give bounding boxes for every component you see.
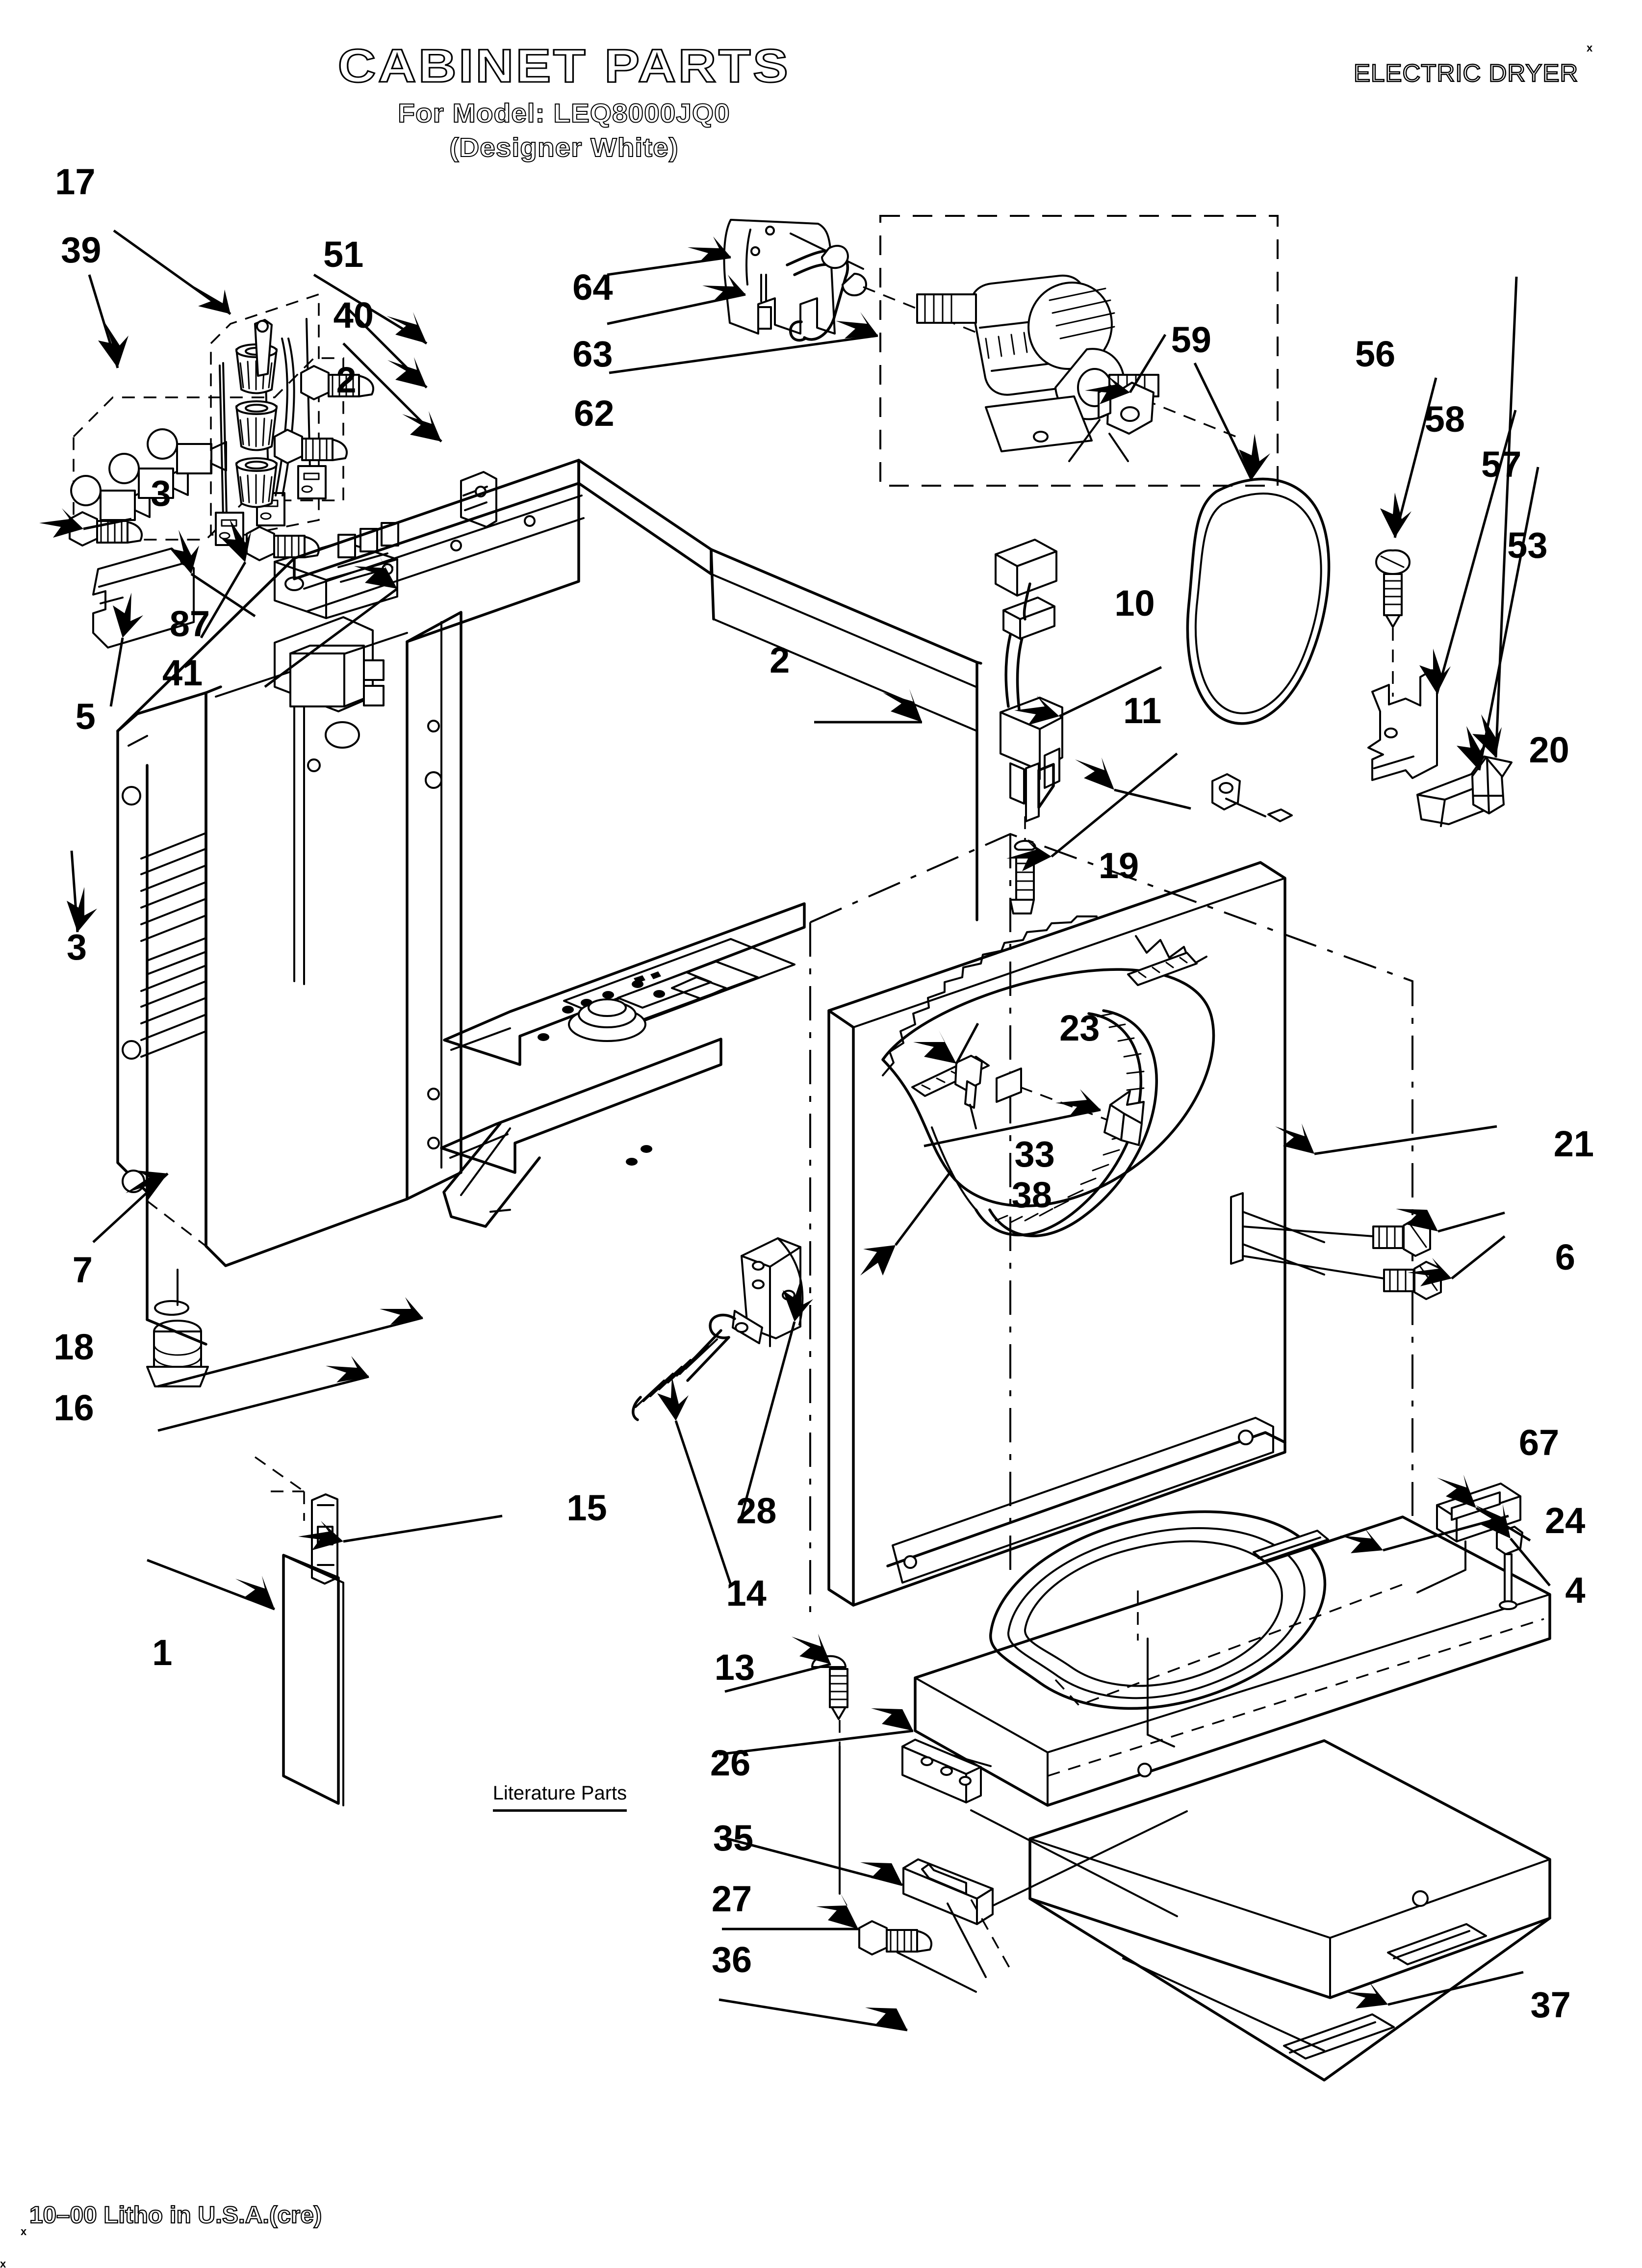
part-callout-4: 4 — [1565, 1570, 1586, 1611]
part-64-63-bracket — [723, 219, 867, 342]
part-callout-57: 57 — [1481, 443, 1522, 485]
part-callout-87: 87 — [169, 603, 210, 644]
part-callout-11: 11 — [1123, 690, 1162, 731]
part-callout-41: 41 — [162, 652, 203, 694]
part-56-belt — [1186, 477, 1331, 725]
part-35-clip — [902, 1858, 994, 1925]
part-callout-23: 23 — [1059, 1007, 1100, 1048]
part-callout-33: 33 — [1014, 1133, 1055, 1174]
part-callout-2: 2 — [770, 639, 790, 680]
appliance-type-label: ELECTRIC DRYER — [1353, 59, 1579, 88]
part-16-leveling-leg — [146, 1300, 209, 1387]
callout-leaders — [70, 229, 1551, 2032]
part-callout-16: 16 — [53, 1387, 94, 1428]
part-callout-27: 27 — [711, 1878, 752, 1920]
part-callout-6: 6 — [1555, 1236, 1575, 1277]
part-41-terminal-block — [274, 522, 399, 619]
part-11-screw — [1009, 840, 1036, 914]
part-27-screw — [858, 1920, 932, 1955]
part-callout-67: 67 — [1518, 1422, 1560, 1463]
part-15-clip — [254, 1456, 338, 1585]
print-code-footer: 10–00 Litho in U.S.A.(cre) — [29, 2202, 322, 2229]
part-62-motor-assembly — [863, 215, 1279, 487]
callout-arrowheads — [39, 236, 1511, 2030]
front-panel-assembly — [809, 773, 1442, 1619]
part-callout-62: 62 — [574, 393, 615, 434]
part-callout-18: 18 — [53, 1326, 94, 1367]
part-28-bracket — [732, 1237, 804, 1347]
part-callout-59: 59 — [1171, 319, 1211, 360]
part-14-spring — [632, 1313, 736, 1421]
part-callout-17: 17 — [55, 161, 96, 202]
part-callout-37: 37 — [1530, 1984, 1571, 2025]
part-callout-7: 7 — [72, 1250, 93, 1291]
part-callout-1: 1 — [152, 1632, 173, 1673]
part-callout-63: 63 — [572, 334, 613, 375]
part-callout-20: 20 — [1529, 729, 1569, 770]
part-callout-14: 14 — [726, 1572, 767, 1614]
part-callout-39: 39 — [61, 229, 102, 270]
cabinet-main-body — [116, 459, 982, 1321]
part-callout-35: 35 — [713, 1818, 754, 1859]
part-callout-21: 21 — [1553, 1123, 1594, 1165]
part-callout-56: 56 — [1355, 334, 1396, 375]
part-callout-38: 38 — [1011, 1174, 1052, 1215]
part-10-switch — [995, 539, 1063, 822]
part-callout-5: 5 — [75, 696, 96, 737]
base-panel-assembly — [914, 1483, 1551, 2082]
part-callout-15: 15 — [566, 1487, 607, 1528]
screws-3-87 — [69, 365, 374, 561]
part-callout-40: 40 — [333, 294, 374, 336]
part-57-bracket — [1367, 669, 1438, 781]
caption-literature-parts: Literature Parts — [492, 1782, 627, 1812]
part-callout-10: 10 — [1114, 583, 1155, 624]
model-line: For Model: LEQ8000JQ0 — [397, 98, 730, 129]
registration-mark-bottom-left: x — [21, 2225, 27, 2238]
registration-mark-top-right: x — [1587, 42, 1593, 54]
registration-mark-bottom-edge: x — [0, 2258, 6, 2268]
part-callout-19: 19 — [1098, 845, 1139, 886]
part-callout-64: 64 — [572, 267, 613, 308]
part-callout-36: 36 — [711, 1939, 752, 1981]
part-20-plug — [1471, 756, 1505, 814]
part-group-51-terminals — [210, 293, 327, 546]
part-callout-51: 51 — [323, 234, 364, 275]
part-callout-58: 58 — [1424, 399, 1465, 440]
part-callout-28: 28 — [736, 1490, 777, 1531]
color-variant-line: (Designer White) — [449, 132, 679, 163]
part-58-screw — [1375, 549, 1411, 628]
part-callout-53: 53 — [1507, 525, 1548, 566]
part-callout-2: 2 — [336, 360, 357, 401]
cabinet-base-shelf — [440, 902, 806, 1228]
part-1-literature — [282, 1554, 344, 1806]
part-callout-3: 3 — [151, 472, 171, 514]
page-title: CABINET PARTS — [337, 39, 791, 93]
part-26-bracket — [901, 1739, 982, 1803]
part-callout-13: 13 — [714, 1646, 755, 1688]
part-callout-26: 26 — [710, 1742, 751, 1783]
part-callout-24: 24 — [1545, 1500, 1586, 1541]
part-callout-3: 3 — [66, 926, 87, 967]
